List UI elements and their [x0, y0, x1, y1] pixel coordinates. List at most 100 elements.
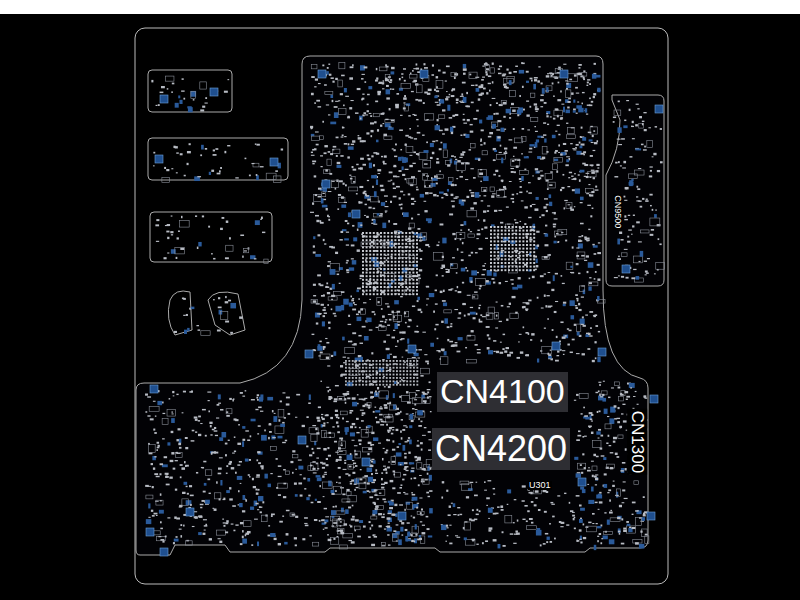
component-pad [462, 242, 464, 244]
component-pad [578, 73, 581, 75]
component-pad [554, 311, 557, 313]
component-pad [376, 421, 380, 423]
component-pad [468, 255, 471, 257]
component-pad [325, 286, 329, 288]
component-pad [562, 337, 566, 339]
component-pad [342, 126, 344, 128]
component-pad [352, 516, 355, 518]
component-pad [434, 253, 443, 261]
component-pad [379, 82, 383, 84]
component-pad [396, 452, 402, 456]
component-pad [486, 314, 490, 316]
component-pad [547, 254, 551, 256]
component-pad [482, 265, 485, 266]
component-pad [321, 414, 323, 415]
component-pad [387, 403, 391, 405]
component-pad [492, 124, 496, 129]
component-pad [503, 196, 506, 197]
component-pad [551, 358, 553, 360]
component-pad [346, 260, 348, 262]
component-pad [534, 77, 538, 78]
component-pad [361, 242, 371, 246]
component-pad [521, 62, 523, 63]
component-pad [404, 312, 406, 314]
component-pad [331, 493, 334, 495]
component-pad [314, 102, 316, 104]
component-pad [398, 231, 402, 234]
component-pad [471, 102, 474, 104]
component-pad [558, 67, 561, 69]
component-pad [521, 63, 524, 65]
component-pad [355, 465, 357, 467]
component-pad [504, 148, 507, 150]
component-pad [589, 311, 593, 313]
component-pad [403, 212, 409, 217]
component-pad [317, 274, 321, 276]
component-pad [349, 302, 353, 306]
component-pad [386, 424, 388, 426]
component-pad [553, 96, 555, 97]
component-pad [594, 253, 597, 255]
component-pad [564, 200, 568, 201]
component-pad [356, 193, 358, 194]
component-pad [536, 139, 539, 142]
component-pad [460, 134, 462, 136]
component-pad [356, 432, 359, 433]
component-pad [571, 127, 575, 128]
component-pad [336, 165, 341, 168]
component-pad [354, 304, 357, 305]
component-pad [349, 77, 353, 79]
component-pad [458, 291, 462, 293]
component-pad [512, 160, 515, 162]
component-pad [355, 358, 361, 362]
component-pad [544, 198, 548, 199]
component-pad [384, 136, 392, 140]
component-pad [318, 196, 321, 198]
component-pad [576, 263, 579, 265]
outer-outline [135, 28, 668, 584]
component-pad [386, 364, 388, 366]
component-pad [501, 250, 505, 251]
component-pad [498, 73, 502, 74]
component-pad [513, 128, 515, 130]
component-pad [400, 251, 409, 258]
component-pad [384, 195, 388, 196]
component-pad [463, 64, 466, 68]
component-pad [420, 521, 422, 522]
component-pad [351, 258, 354, 259]
component-pad [336, 180, 338, 182]
component-pad [524, 156, 529, 158]
component-pad [359, 116, 363, 121]
component-pad [454, 184, 456, 186]
component-pad [524, 264, 527, 266]
component-pad [392, 429, 394, 430]
component-pad [397, 311, 401, 313]
component-pad [364, 215, 366, 216]
component-pad [503, 84, 506, 86]
component-pad [475, 192, 480, 198]
component-pad [566, 90, 571, 98]
component-pad [396, 524, 399, 525]
component-pad [538, 178, 540, 180]
component-pad [555, 131, 557, 132]
component-pad [317, 234, 320, 236]
component-pad [458, 317, 461, 318]
component-pad [369, 163, 372, 168]
component-pad [359, 443, 361, 445]
component-pad [382, 88, 384, 89]
component-pad [351, 176, 355, 183]
component-pad [578, 309, 581, 311]
component-pad [403, 492, 405, 493]
component-pad [406, 275, 412, 278]
component-pad [408, 358, 417, 366]
component-pad [465, 179, 468, 180]
component-pad [316, 220, 319, 222]
component-pad [472, 295, 478, 299]
component-pad [494, 210, 497, 212]
component-pad [436, 161, 439, 163]
component-pad [497, 195, 499, 196]
component-pad [352, 440, 355, 441]
component-pad [440, 291, 443, 293]
component-pad [451, 194, 454, 196]
component-pad [367, 482, 370, 484]
